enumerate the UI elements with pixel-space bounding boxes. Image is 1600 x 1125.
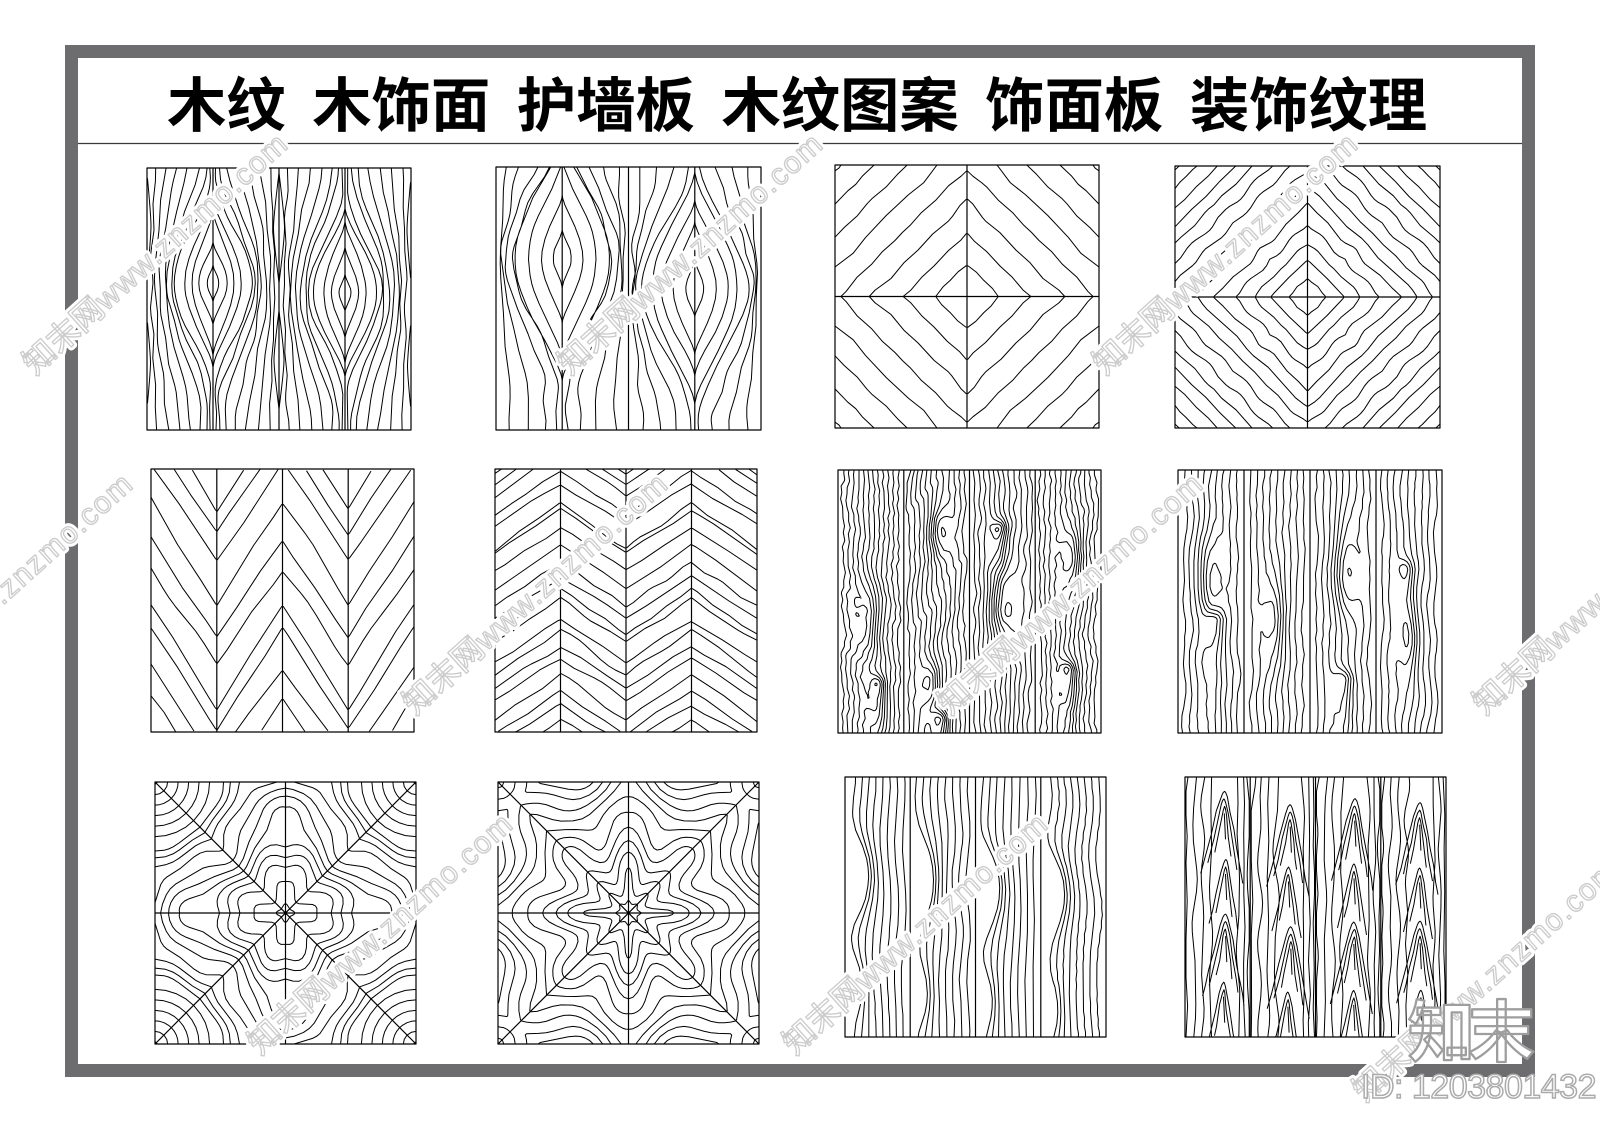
svg-text:ID: 1203801432: ID: 1203801432 — [1361, 1068, 1596, 1106]
